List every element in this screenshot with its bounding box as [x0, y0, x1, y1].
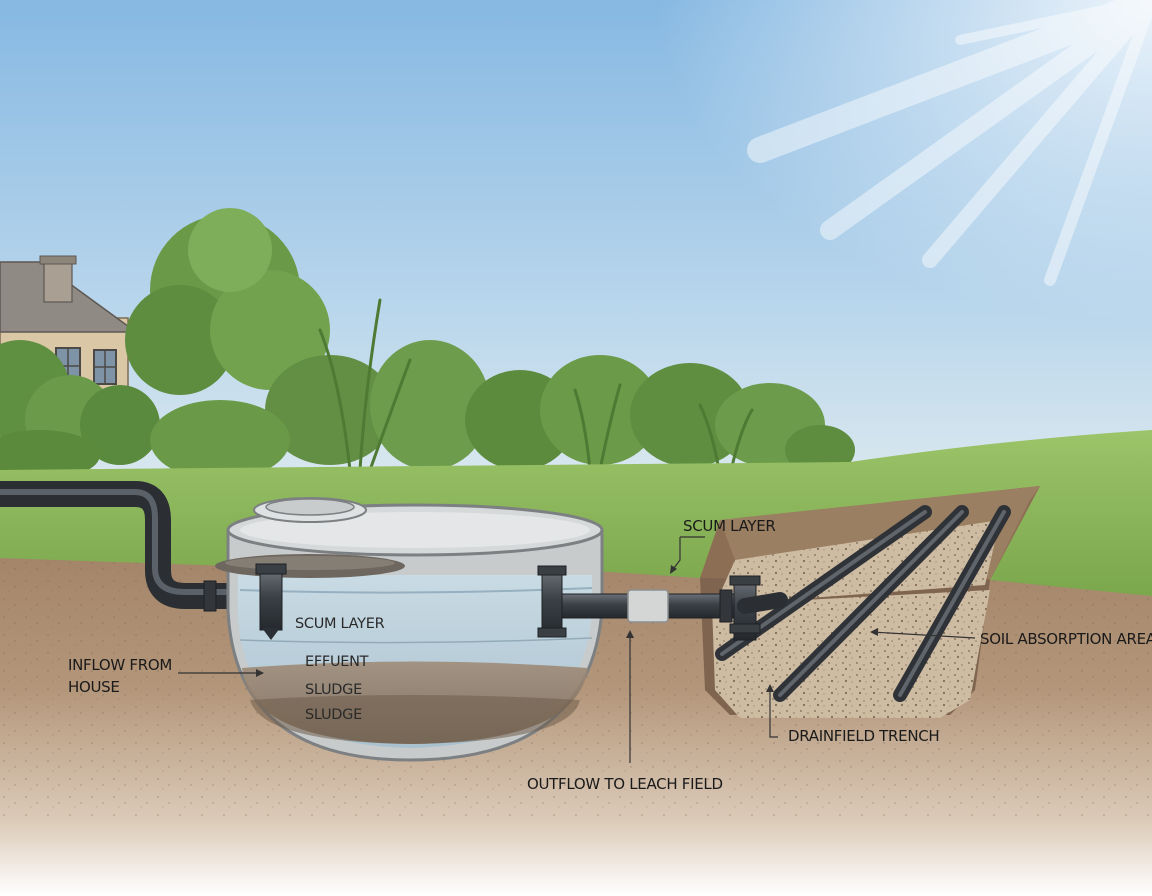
label-effluent: EFFUENT	[305, 654, 369, 670]
label-scum-layer-top: SCUM LAYER	[683, 517, 776, 535]
outflow-pipe	[537, 565, 788, 641]
septic-tank	[215, 497, 604, 762]
inlet-tee	[255, 563, 287, 640]
label-scum-layer-tank: SCUM LAYER	[295, 616, 385, 632]
label-soil-absorption-area: SOIL ABSORPTION AREA	[980, 630, 1152, 648]
leader-lines	[178, 536, 976, 763]
label-inflow-line-1: INFLOW FROM	[68, 656, 172, 674]
leader-arrowheads	[256, 565, 878, 692]
label-inflow-line-2: HOUSE	[68, 678, 120, 696]
sun-glow	[600, 0, 1152, 360]
label-drainfield-trench: DRAINFIELD TRENCH	[788, 727, 940, 745]
label-sludge-2: SLUDGE	[305, 707, 362, 723]
label-inflow-from-house: INFLOW FROM HOUSE	[68, 654, 172, 698]
label-sludge-1: SLUDGE	[305, 682, 362, 698]
trees	[0, 208, 330, 465]
label-outflow-to-leach-field: OUTFLOW TO LEACH FIELD	[527, 775, 723, 793]
drain-pipes	[715, 505, 1011, 702]
sun-rays	[747, 0, 1152, 286]
